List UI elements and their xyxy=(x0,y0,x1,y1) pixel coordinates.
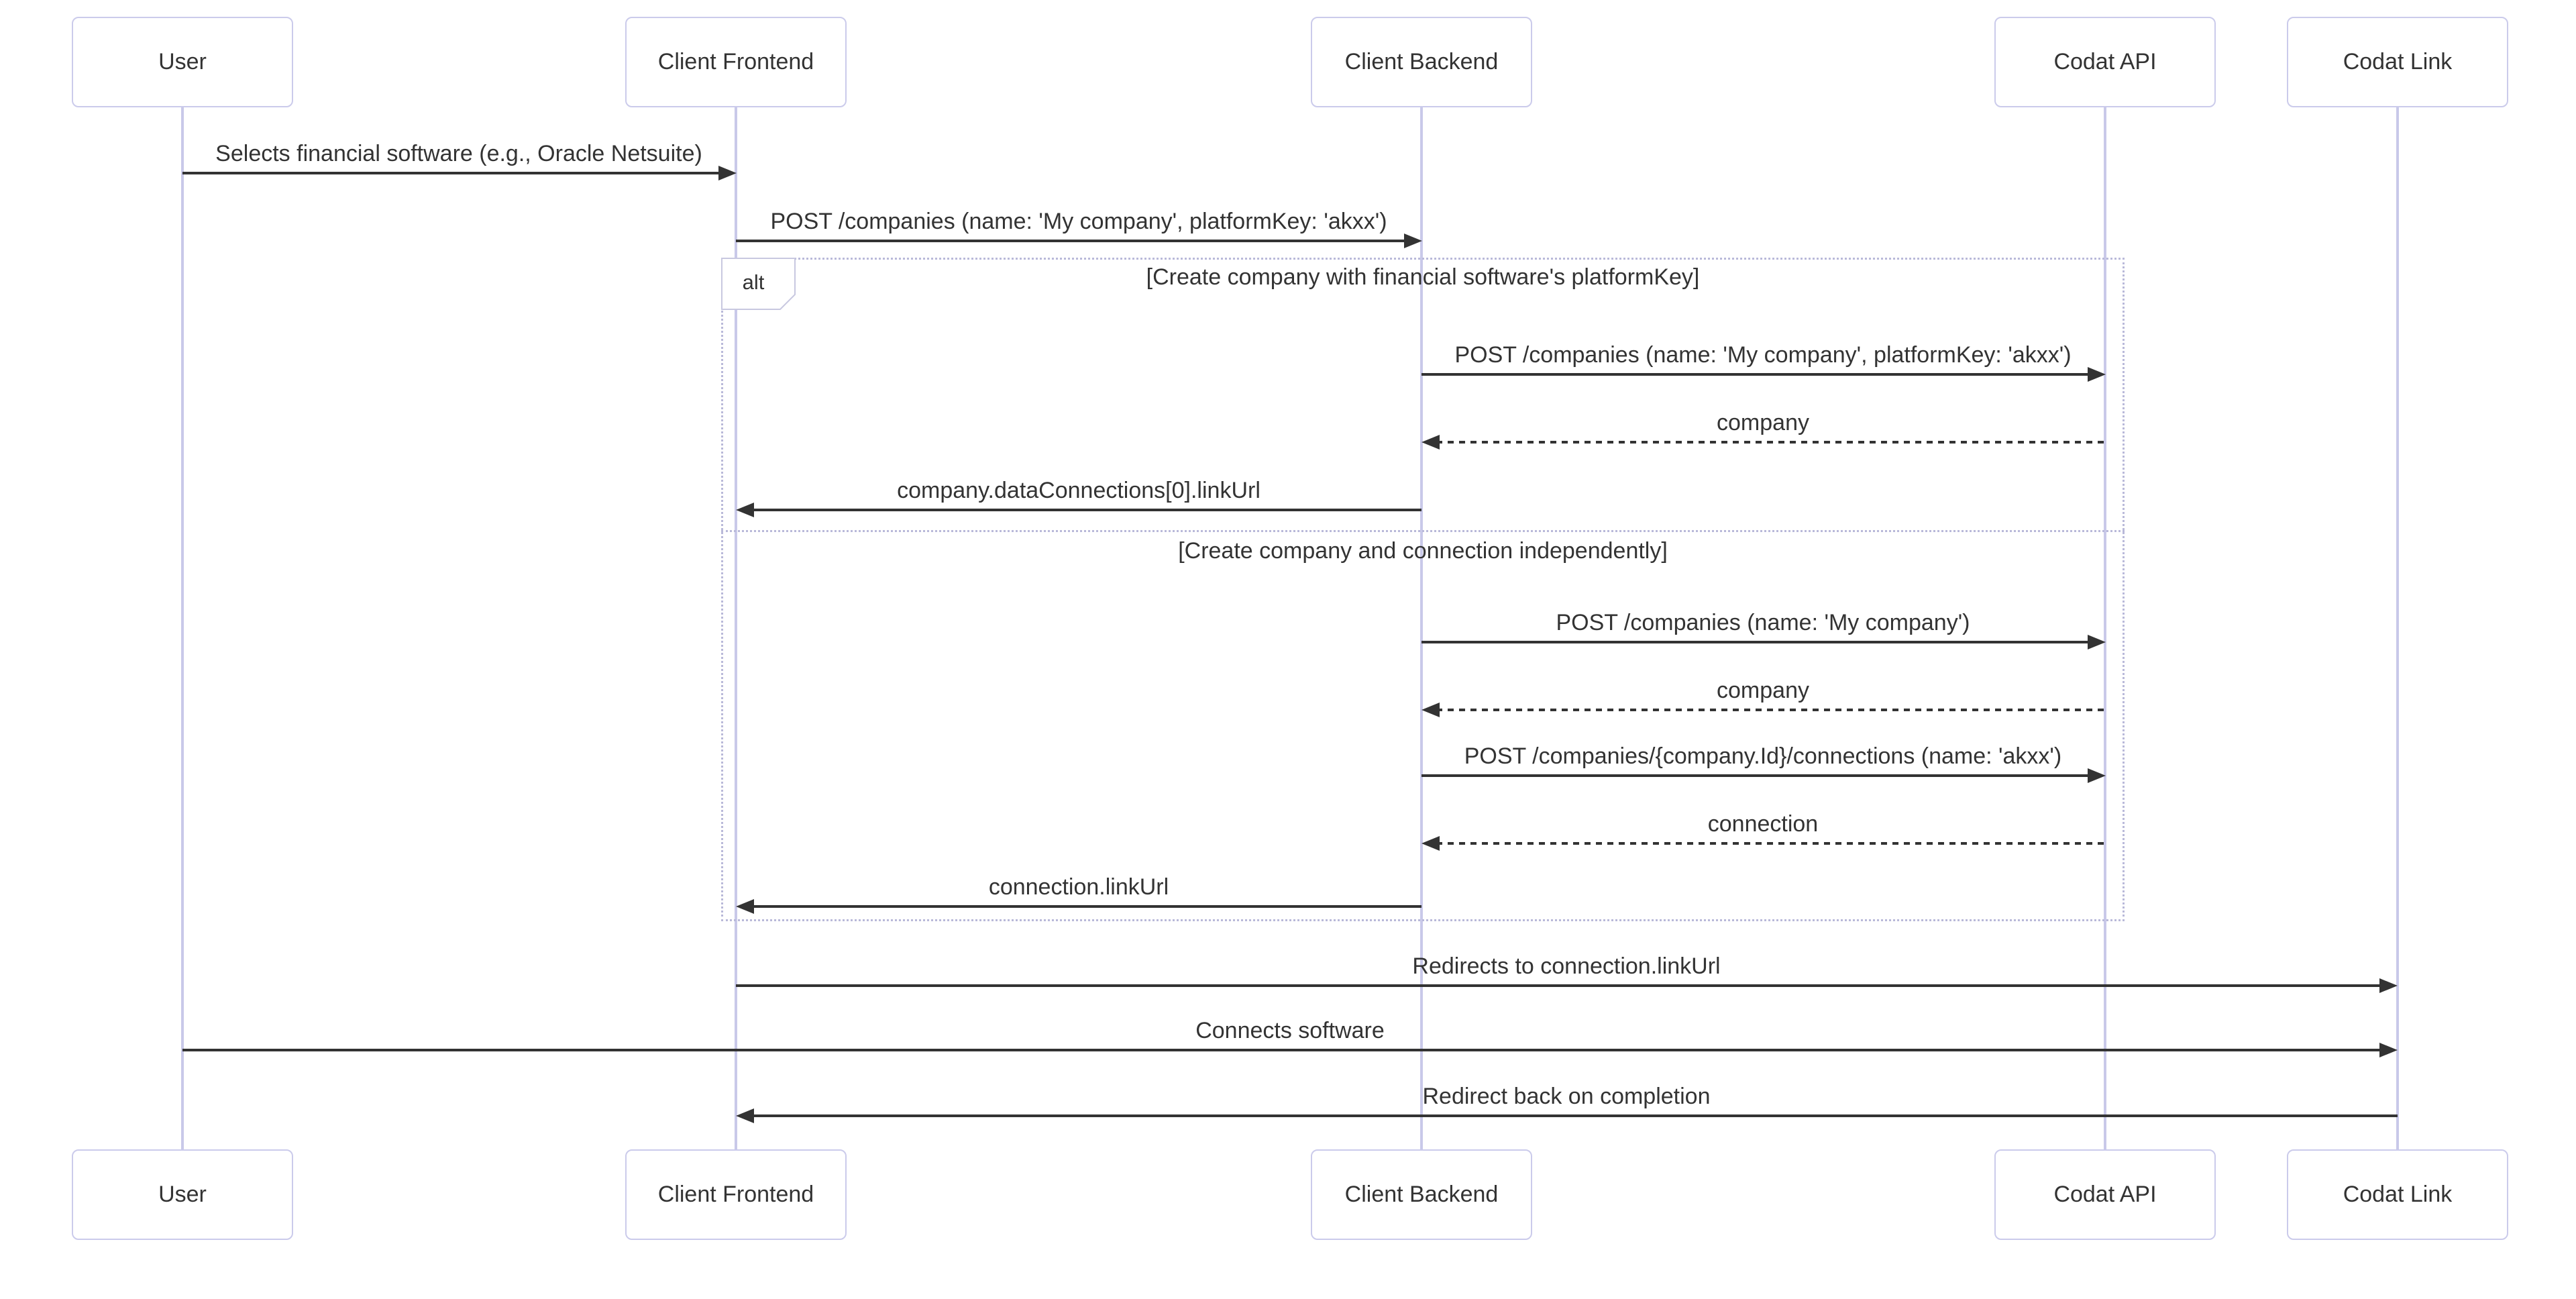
message-line xyxy=(736,240,1407,242)
message-label: POST /companies (name: 'My company') xyxy=(1556,610,1970,635)
message-label: company xyxy=(1717,410,1809,435)
arrowhead-icon xyxy=(2088,367,2106,382)
message-line xyxy=(1436,709,2105,711)
message-label: POST /companies (name: 'My company', pla… xyxy=(1454,342,2072,368)
message-line xyxy=(182,172,721,174)
alt-keyword-text: alt xyxy=(742,270,765,294)
message-label: connection xyxy=(1707,811,1819,837)
message-label: POST /companies/{company.Id}/connections… xyxy=(1464,743,2062,769)
message-label: company.dataConnections[0].linkUrl xyxy=(897,478,1260,503)
actor-client-frontend-top: Client Frontend xyxy=(625,17,847,107)
arrowhead-icon xyxy=(2379,978,2398,993)
arrowhead-icon xyxy=(1421,435,1440,450)
arrowhead-icon xyxy=(2088,768,2106,783)
lifeline-codat-link xyxy=(2396,107,2399,1149)
message-line xyxy=(751,905,1421,908)
message-line xyxy=(736,984,2383,987)
message-label: POST /companies (name: 'My company', pla… xyxy=(770,209,1387,234)
actor-codat-api-bottom: Codat API xyxy=(1994,1149,2216,1240)
lifeline-client-backend xyxy=(1420,107,1423,1149)
message-line xyxy=(1421,641,2090,643)
message-line xyxy=(182,1049,2383,1051)
message-label: Redirect back on completion xyxy=(1422,1084,1711,1109)
arrowhead-icon xyxy=(736,899,754,914)
arrowhead-icon xyxy=(2379,1043,2398,1057)
alt-frame xyxy=(721,258,2125,921)
actor-codat-link-top: Codat Link xyxy=(2287,17,2508,107)
actor-client-frontend-bottom: Client Frontend xyxy=(625,1149,847,1240)
message-label: company xyxy=(1717,678,1809,703)
lifeline-codat-api xyxy=(2104,107,2106,1149)
arrowhead-icon xyxy=(718,166,737,180)
message-line xyxy=(1436,842,2105,845)
arrowhead-icon xyxy=(736,1108,754,1123)
actor-codat-api-top: Codat API xyxy=(1994,17,2216,107)
lifeline-user xyxy=(181,107,184,1149)
arrowhead-icon xyxy=(736,503,754,517)
message-line xyxy=(751,509,1421,511)
actor-codat-link-bottom: Codat Link xyxy=(2287,1149,2508,1240)
message-line xyxy=(1436,441,2105,444)
alt-section-2-title: [Create company and connection independe… xyxy=(1178,538,1668,564)
message-line xyxy=(1421,774,2090,777)
actor-user-top: User xyxy=(72,17,293,107)
arrowhead-icon xyxy=(2088,635,2106,650)
actor-client-backend-top: Client Backend xyxy=(1311,17,1532,107)
message-label: Redirects to connection.linkUrl xyxy=(1412,953,1721,979)
message-label: connection.linkUrl xyxy=(988,874,1169,900)
alt-section-divider xyxy=(721,530,2125,532)
lifeline-client-frontend xyxy=(735,107,737,1149)
message-line xyxy=(751,1114,2398,1117)
arrowhead-icon xyxy=(1404,233,1422,248)
alt-section-1-title: [Create company with financial software'… xyxy=(1146,264,1700,290)
message-label: Connects software xyxy=(1195,1018,1385,1043)
message-line xyxy=(1421,373,2090,376)
message-label: Selects financial software (e.g., Oracle… xyxy=(215,141,702,166)
arrowhead-icon xyxy=(1421,703,1440,717)
alt-keyword-label: alt xyxy=(721,258,796,310)
actor-client-backend-bottom: Client Backend xyxy=(1311,1149,1532,1240)
alt-label-shape xyxy=(721,258,796,310)
actor-user-bottom: User xyxy=(72,1149,293,1240)
arrowhead-icon xyxy=(1421,836,1440,851)
